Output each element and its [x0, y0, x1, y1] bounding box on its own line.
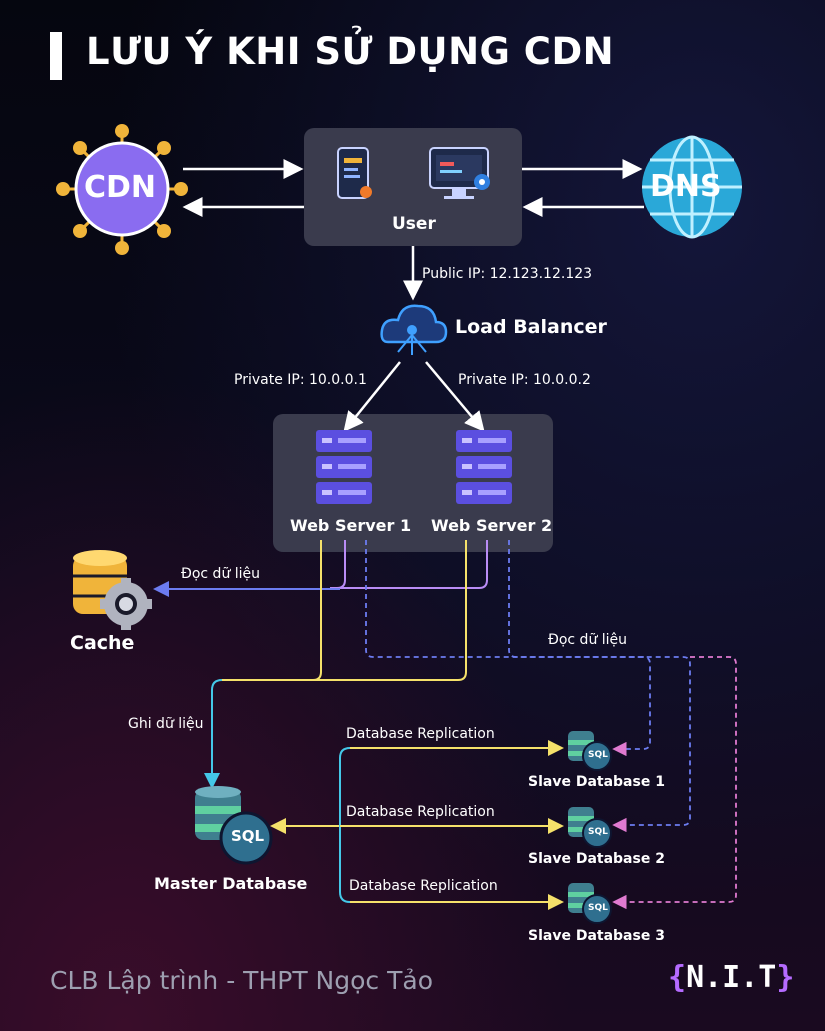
cache-label: Cache [70, 632, 135, 654]
footer-credit: CLB Lập trình - THPT Ngọc Tảo [50, 966, 433, 995]
slave-database-2-label: Slave Database 2 [528, 851, 665, 867]
arrow-write-to-master [204, 679, 223, 789]
cdn-label: CDN [84, 170, 157, 205]
web-server-1-icon [316, 430, 372, 504]
desktop-code-icon [429, 147, 490, 199]
slave-database-3-label: Slave Database 3 [528, 928, 665, 944]
arrow-lb-to-ws2 [425, 361, 485, 432]
dns-globe-icon [642, 135, 742, 239]
slave-database-1-sql-label: SQL [588, 750, 608, 760]
slave-database-3-sql-label: SQL [588, 903, 608, 913]
logo-text: N.I.T [686, 960, 777, 995]
slave-database-3-icon [568, 883, 612, 924]
cdn-icon [56, 124, 188, 255]
web-server-2-label: Web Server 2 [431, 516, 553, 535]
line-slave3-read [612, 656, 737, 910]
line-ws2-write [222, 540, 467, 681]
read-cache-label: Đọc dữ liệu [181, 566, 261, 582]
slave-database-2-sql-label: SQL [588, 827, 608, 837]
user-label: User [392, 214, 436, 234]
page-title: LƯU Ý KHI SỬ DỤNG CDN [86, 30, 615, 73]
replication-3-label: Database Replication [349, 878, 498, 894]
dns-label: DNS [650, 169, 722, 204]
master-database-sql-label: SQL [231, 827, 265, 845]
load-balancer-cloud-icon [380, 304, 448, 355]
nit-logo: {N.I.T} [668, 960, 794, 995]
title-accent-bar [50, 32, 62, 80]
gear-icon [100, 578, 152, 630]
line-ws2-cache-read [330, 540, 488, 589]
replication-2-label: Database Replication [346, 804, 495, 820]
replication-1-label: Database Replication [346, 726, 495, 742]
line-ws1-cache-read [336, 540, 346, 589]
line-ws2-slave-read [508, 540, 691, 833]
slave-database-2-icon [568, 807, 612, 848]
line-ws1-write [312, 540, 322, 681]
logo-brace-open: { [668, 960, 687, 995]
read-slaves-label: Đọc dữ liệu [548, 632, 628, 648]
public-ip-label: Public IP: 12.123.12.123 [422, 266, 593, 282]
private-ip-2-label: Private IP: 10.0.0.2 [458, 372, 591, 388]
master-database-label: Master Database [154, 874, 308, 893]
load-balancer-label: Load Balancer [455, 316, 607, 338]
web-server-1-label: Web Server 1 [290, 516, 412, 535]
logo-brace-close: } [776, 960, 795, 995]
web-server-2-icon [456, 430, 512, 504]
slave-database-1-icon [568, 731, 612, 771]
private-ip-1-label: Private IP: 10.0.0.1 [234, 372, 367, 388]
write-label: Ghi dữ liệu [128, 716, 204, 732]
arrow-lb-to-ws1 [343, 361, 401, 432]
line-ws1-slave-read [365, 540, 651, 757]
slave-database-1-label: Slave Database 1 [528, 774, 665, 790]
mobile-app-icon [337, 147, 372, 199]
master-database-icon [195, 786, 273, 865]
